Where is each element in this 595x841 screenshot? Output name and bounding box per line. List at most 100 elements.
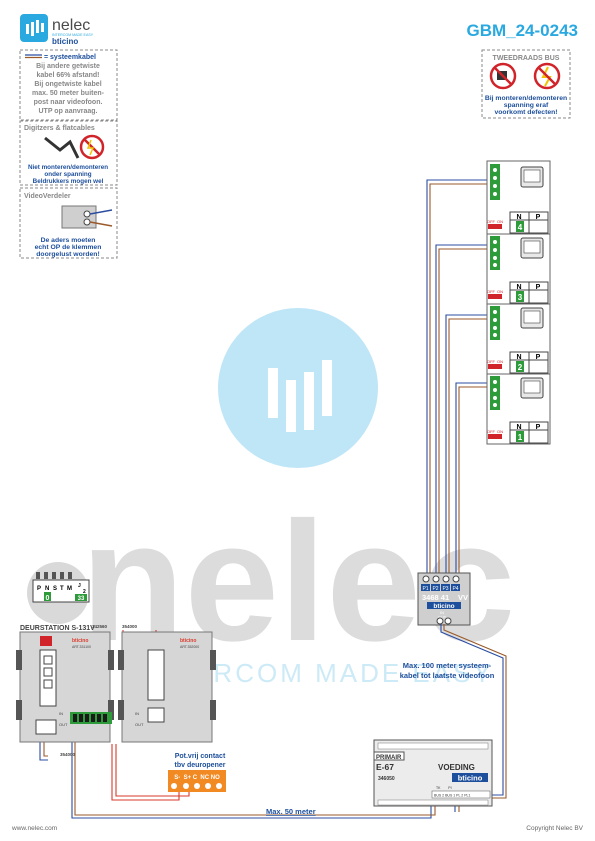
wire (448, 318, 488, 575)
svg-text:kabel 66% afstand!: kabel 66% afstand! (36, 72, 99, 79)
svg-text:VV: VV (458, 593, 468, 602)
svg-text:342560: 342560 (92, 624, 108, 629)
wire (429, 183, 488, 575)
watermark: nelec INTERCOM MADE EASY (81, 308, 515, 688)
svg-text:tbv deuropener: tbv deuropener (175, 762, 226, 769)
svg-text:ON: ON (497, 429, 503, 434)
svg-text:OUT: OUT (135, 722, 144, 727)
watermark-logo-circle (218, 308, 378, 468)
svg-text:E-67: E-67 (376, 762, 394, 772)
svg-text:P: P (536, 354, 541, 361)
svg-text:Niet monteren/demonteren: Niet monteren/demonteren (28, 164, 108, 171)
monitor-1: OFF ON N P 1 (486, 373, 551, 445)
svg-text:P1: P1 (422, 586, 428, 592)
svg-text:2: 2 (83, 589, 86, 595)
flatcable-icon (44, 136, 80, 159)
wire (455, 382, 488, 575)
terminal-block (490, 164, 500, 200)
wire (71, 742, 432, 819)
svg-text:OFF: OFF (487, 429, 496, 434)
note-systeemkabel: = systeemkabel Bij andere getwiste kabel… (19, 49, 118, 121)
terminal-block (490, 306, 500, 340)
svg-text:doorgelust worden!: doorgelust worden! (36, 251, 99, 258)
monitor-number: 1 (518, 433, 523, 442)
svg-text:OFF: OFF (487, 289, 496, 294)
svg-text:spanning eraf: spanning eraf (504, 102, 549, 109)
note-videoverdeler-title: VideoVerdeler (24, 193, 71, 200)
svg-text:Pot.vrij contact: Pot.vrij contact (175, 753, 226, 760)
contact-terminal-labels: S- S+ C NC NO (174, 775, 220, 781)
wire (426, 179, 488, 575)
svg-text:T: T (60, 586, 64, 592)
monitor-number: 4 (518, 223, 523, 232)
svg-text:N: N (516, 284, 521, 291)
svg-text:VOEDING: VOEDING (438, 763, 475, 772)
note-videoverdeler: VideoVerdeler De aders moeten echt OP de… (19, 187, 118, 259)
svg-text:Bij andere getwiste: Bij andere getwiste (36, 63, 100, 70)
svg-text:De aders moeten: De aders moeten (41, 237, 96, 244)
max-100m-note: Max. 100 meter systeem- (403, 661, 492, 670)
svg-text:Bij monteren/demonteren: Bij monteren/demonteren (485, 95, 567, 102)
svg-text:M: M (67, 586, 72, 592)
door-station: DEURSTATION S-131V IN OUT bticino ART.33… (16, 624, 216, 757)
note-tweedraads-bus: TWEEDRAADS BUS Bij monteren/demonteren s… (481, 49, 571, 119)
watermark-logo-bar (268, 368, 278, 418)
bticino-logo: bticino (52, 37, 78, 46)
wire (458, 386, 488, 575)
svg-text:voorkomt defecten!: voorkomt defecten! (494, 109, 557, 116)
module-logo: bticino (72, 638, 88, 644)
svg-text:N: N (516, 354, 521, 361)
door-station-title: DEURSTATION S-131V (20, 625, 95, 632)
bticino-logo: bticino (433, 603, 454, 610)
on-off-switch (488, 224, 502, 229)
wire (74, 742, 436, 816)
svg-text:IN: IN (440, 610, 444, 615)
svg-text:ART.352000: ART.352000 (180, 645, 199, 649)
svg-text:echt OP de klemmen: echt OP de klemmen (35, 244, 102, 251)
brand-name: nelec (52, 17, 90, 34)
module-logo: bticino (180, 638, 196, 644)
svg-text:kabel tot laatste videofoon: kabel tot laatste videofoon (400, 671, 495, 680)
svg-text:P: P (536, 284, 541, 291)
on-off-switch (488, 364, 502, 369)
svg-text:P: P (536, 424, 541, 431)
keypad-detail: P N S T M J 2 0 33 (27, 562, 90, 624)
terminal-block (490, 376, 500, 410)
svg-text:post naar videofoon.: post naar videofoon. (34, 99, 103, 106)
svg-text:ART.331100: ART.331100 (72, 645, 91, 649)
monitor-3: OFF ON N P 3 (486, 233, 551, 305)
svg-text:OFF: OFF (487, 359, 496, 364)
svg-text:IN: IN (135, 711, 139, 716)
brand-subtitle: INTERCOM MADE EASY (52, 33, 94, 37)
svg-text:PRIMAIR: PRIMAIR (376, 755, 402, 761)
svg-text:onder spanning: onder spanning (44, 171, 91, 178)
svg-text:354000: 354000 (122, 624, 138, 629)
svg-text:354000: 354000 (60, 752, 76, 757)
video-distributor: P1 P2 P3 P4 3468 41 VV bticino IN OUT (417, 572, 471, 626)
svg-text:UTP op aanvraag.: UTP op aanvraag. (38, 108, 97, 115)
svg-text:3468 41: 3468 41 (422, 593, 449, 602)
svg-text:IN: IN (59, 711, 63, 716)
note-digitizers: Digitzers & flatcables Niet monteren/dem… (19, 120, 118, 186)
svg-text:346050: 346050 (378, 776, 395, 782)
svg-text:ON: ON (497, 219, 503, 224)
terminal-block (490, 236, 500, 270)
power-supply: PRIMAIR E-67 VOEDING 346050 bticino TK P… (373, 739, 493, 807)
door-opener-contact: Pot.vrij contact tbv deuropener S- S+ C … (168, 753, 226, 792)
note-digitizers-title: Digitzers & flatcables (24, 125, 95, 132)
svg-text:P: P (536, 214, 541, 221)
svg-text:Bij ongetwiste kabel: Bij ongetwiste kabel (34, 81, 101, 88)
note-cable-title: = systeemkabel (44, 54, 96, 61)
on-off-switch (488, 294, 502, 299)
svg-text:OUT: OUT (438, 615, 447, 620)
max-50m-note: Max. 50 meter (266, 807, 316, 816)
monitor-2: OFF ON N P 2 (486, 303, 551, 375)
svg-text:J: J (78, 583, 81, 589)
svg-text:P3: P3 (442, 586, 448, 592)
watermark-logo-bar (322, 360, 332, 416)
svg-text:P4: P4 (452, 586, 458, 592)
svg-text:S: S (53, 586, 57, 592)
svg-text:N: N (516, 424, 521, 431)
on-off-switch (488, 434, 502, 439)
